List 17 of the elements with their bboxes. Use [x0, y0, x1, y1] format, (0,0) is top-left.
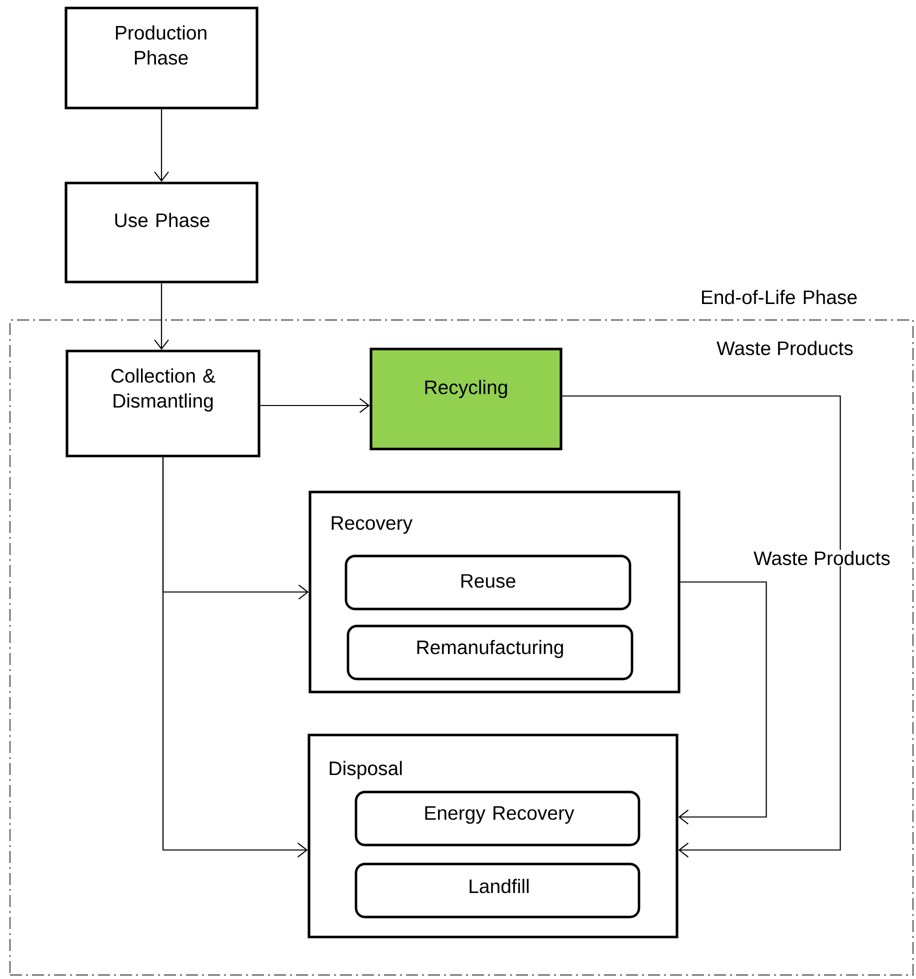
process-box: Collection & Dismantling [66, 350, 260, 458]
rounded-box: Reuse [344, 554, 632, 610]
rounded-box: Landfill [354, 862, 640, 918]
arrow [154, 109, 169, 182]
arrow [678, 581, 767, 824]
process-box: Recycling [370, 348, 562, 450]
process-box: Production Phase [64, 6, 258, 110]
edge-label: Waste Products [716, 340, 854, 356]
node-label: End-of-Life Phase [702, 290, 857, 304]
rounded-box: Energy Recovery [354, 790, 640, 846]
process-box: Use Phase [64, 182, 258, 284]
edge-label: Waste Products [752, 550, 892, 566]
arrow [562, 395, 841, 858]
arrow [162, 457, 308, 858]
arrow [260, 398, 370, 413]
rounded-box: Remanufacturing [346, 624, 634, 680]
arrow [154, 283, 169, 350]
